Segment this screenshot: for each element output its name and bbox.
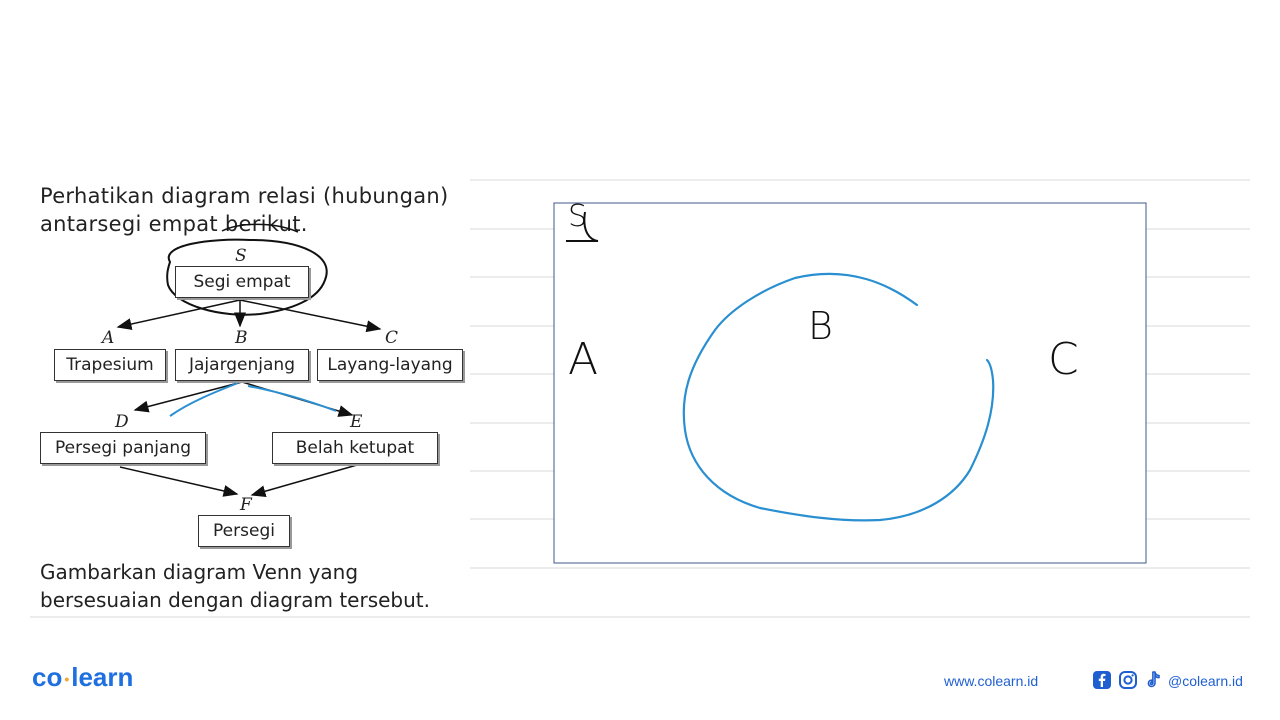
instagram-icon[interactable] xyxy=(1118,670,1138,690)
node-belah-ketupat: Belah ketupat xyxy=(272,432,438,464)
node-persegi: Persegi xyxy=(198,515,290,547)
logo-co: co xyxy=(32,662,63,692)
node-letter-f: F xyxy=(240,495,252,515)
node-jajargenjang: Jajargenjang xyxy=(175,349,309,381)
arrow-d-f xyxy=(119,466,239,497)
hand-circle-s xyxy=(166,238,328,316)
venn-s-bracket xyxy=(566,211,599,242)
venn-label-s: S xyxy=(568,199,588,234)
venn-label-b: B xyxy=(808,304,833,348)
venn-label-c: C xyxy=(1048,334,1079,385)
node-letter-d: D xyxy=(115,412,129,432)
colearn-logo: co•learn xyxy=(32,662,133,693)
question-intro: Perhatikan diagram relasi (hubungan) ant… xyxy=(40,184,449,236)
node-letter-c: C xyxy=(385,328,399,348)
relation-arrows xyxy=(116,223,382,498)
hand-stroke-be xyxy=(247,385,337,412)
arrow-s-a xyxy=(116,299,241,330)
hand-underline xyxy=(221,223,299,233)
node-segi-empat: Segi empat xyxy=(175,266,309,298)
venn-panel xyxy=(553,202,1147,564)
logo-dot: • xyxy=(64,671,70,688)
node-letter-e: E xyxy=(350,412,363,432)
venn-label-a: A xyxy=(568,334,599,385)
hand-stroke-bd xyxy=(169,382,239,417)
logo-learn: learn xyxy=(71,662,134,692)
arrow-e-f xyxy=(250,464,358,498)
node-letter-a: A xyxy=(102,328,115,348)
venn-blue-circle xyxy=(682,272,995,522)
footer-handle[interactable]: @colearn.id xyxy=(1168,673,1243,689)
question-task: Gambarkan diagram Venn yang bersesuaian … xyxy=(40,560,430,612)
tiktok-icon[interactable] xyxy=(1144,670,1164,690)
arrow-b-d xyxy=(133,381,243,413)
node-trapesium: Trapesium xyxy=(54,349,166,381)
arrow-s-c xyxy=(239,299,382,333)
footer-website-link[interactable]: www.colearn.id xyxy=(944,673,1039,689)
venn-universal-rect xyxy=(553,202,1147,564)
node-persegi-panjang: Persegi panjang xyxy=(40,432,206,464)
node-letter-b: B xyxy=(235,328,248,348)
facebook-icon[interactable] xyxy=(1092,670,1112,690)
node-letter-s: S xyxy=(235,246,247,266)
node-layang-layang: Layang-layang xyxy=(317,349,463,381)
